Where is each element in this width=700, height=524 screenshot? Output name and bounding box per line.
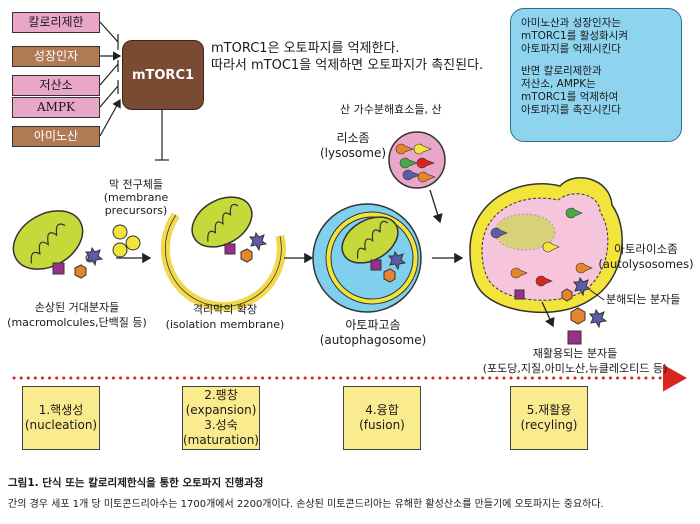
- stage-title: 3.성숙: [204, 418, 238, 432]
- headline-line-1: mTORC1은 오토파지를 억제한다.: [211, 41, 400, 56]
- stage-subtitle: (recyling): [520, 418, 578, 432]
- headline-line-2: 따라서 mTOC1을 억제하면 오토파지가 촉진된다.: [211, 58, 484, 73]
- lysosome: [388, 131, 446, 189]
- recycled-molecules-label: 재활용되는 분자들 (포도당,지질,아미노산,뉴클레오티드 등): [470, 346, 680, 376]
- arrow-recycle: [541, 301, 555, 328]
- lysosome-name: 리소좀: [336, 131, 370, 145]
- mtorc1-inhibition-line: [155, 108, 169, 161]
- precursors-label: 막 전구체들 (membrane precursors): [96, 178, 176, 217]
- precursors-line: precursors): [104, 204, 168, 217]
- lysosome-enzymes-label: 산 가수분해효소들, 산: [340, 103, 442, 116]
- lysosome-en: (lysosome): [319, 146, 387, 160]
- note-line: 저산소, AMPK는: [521, 78, 596, 90]
- autolysosome-en: (autolysosomes): [598, 257, 694, 271]
- stage-subtitle: (maturation): [183, 433, 259, 447]
- autophagosome-en: (autophagosome): [319, 333, 427, 347]
- note-line: mTORC1를 활성화시켜: [521, 30, 628, 42]
- isolation-membrane-stage: [160, 196, 286, 311]
- figure-caption-title: 그림1. 단식 또는 칼로리제한식을 통한 오토파지 진행과정: [8, 477, 264, 489]
- stage-expansion-maturation: 2.팽창 (expansion) 3.성숙 (maturation): [182, 386, 260, 450]
- autophagosome-name: 아토파고솜: [345, 318, 401, 332]
- arrow-lysosome: [429, 189, 443, 224]
- note-line: mTORC1를 억제하여: [521, 91, 619, 103]
- autophagosome-label: 아토파고솜 (autophagosome): [318, 318, 428, 348]
- figure-caption-body: 간의 경우 세포 1개 당 미토콘드리아수는 1700개에서 2200개이다. …: [8, 499, 604, 510]
- membrane-precursor-vesicles: [112, 224, 141, 258]
- stage-nucleation: 1.핵생성 (nucleation): [22, 386, 100, 450]
- isolation-line: 격리막의 확장: [192, 303, 258, 316]
- regulator-connectors: [99, 21, 122, 137]
- stage-subtitle: (expansion): [185, 403, 257, 417]
- stage-subtitle: (fusion): [359, 418, 405, 432]
- note-line: 아토파지를 억제시킨다: [521, 43, 621, 55]
- precursors-line: (membrane: [103, 191, 169, 204]
- isolation-membrane-label: 격리막의 확장 (isolation membrane): [160, 302, 290, 332]
- note-para-2: 반면 칼로리제한과 저산소, AMPK는 mTORC1를 억제하여 아토파지를 …: [521, 65, 671, 117]
- stage-subtitle: (nucleation): [24, 418, 98, 432]
- regulator-growth-factor: 성장인자: [12, 46, 100, 67]
- stage-fusion: 4.융합 (fusion): [343, 386, 421, 450]
- damaged-molecules: [52, 246, 104, 279]
- regulator-hypoxia: 저산소: [12, 75, 100, 96]
- recycled-detail: (포도당,지질,아미노산,뉴클레오티드 등): [482, 362, 668, 375]
- regulator-amino-acid: 아미노산: [12, 126, 100, 147]
- info-note: 아미노산과 성장인자는 mTORC1를 활성화시켜 아토파지를 억제시킨다 반면…: [510, 8, 682, 142]
- isolation-line: (isolation membrane): [165, 318, 285, 331]
- stage-title: 1.핵생성: [38, 403, 84, 417]
- damaged-line: (macromolcules,단백질 등): [7, 316, 147, 329]
- note-line: 아토파지를 촉진시킨다: [521, 104, 621, 116]
- stage-title: 5.재활용: [526, 403, 572, 417]
- regulator-ampk: AMPK: [12, 97, 100, 118]
- recycled-molecules: [567, 307, 608, 345]
- headline: mTORC1은 오토파지를 억제한다. 따라서 mTOC1을 억제하면 오토파지…: [211, 40, 483, 74]
- autolysosome-name: 아토라이소좀: [614, 242, 678, 256]
- autolysosome: [469, 177, 623, 314]
- precursors-line: 막 전구체들: [108, 178, 164, 191]
- mtorc1-box: mTORC1: [122, 40, 204, 110]
- stage-recycling: 5.재활용 (recyling): [510, 386, 588, 450]
- recycled-name: 재활용되는 분자들: [532, 347, 618, 360]
- stage-title: 2.팽창: [204, 388, 238, 402]
- note-line: 아미노산과 성장인자는: [521, 17, 621, 29]
- note-para-1: 아미노산과 성장인자는 mTORC1를 활성화시켜 아토파지를 억제시킨다: [521, 17, 671, 56]
- pointer-degraded: [589, 289, 605, 301]
- autolysosome-label: 아토라이소좀 (autolysosomes): [596, 242, 696, 272]
- stage-title: 4.융합: [365, 403, 399, 417]
- autophagosome: [312, 203, 422, 313]
- damaged-line: 손상된 거대분자들: [34, 301, 120, 314]
- damaged-molecules-label: 손상된 거대분자들 (macromolcules,단백질 등): [2, 300, 152, 330]
- acid-hydrolase-pacman-icons: [395, 143, 436, 183]
- regulator-calorie-restriction: 칼로리제한: [12, 12, 100, 33]
- lysosome-label: 리소좀 (lysosome): [318, 131, 388, 161]
- degraded-molecules-label: 분해되는 분자들: [606, 293, 681, 306]
- note-line: 반면 칼로리제한과: [521, 65, 602, 77]
